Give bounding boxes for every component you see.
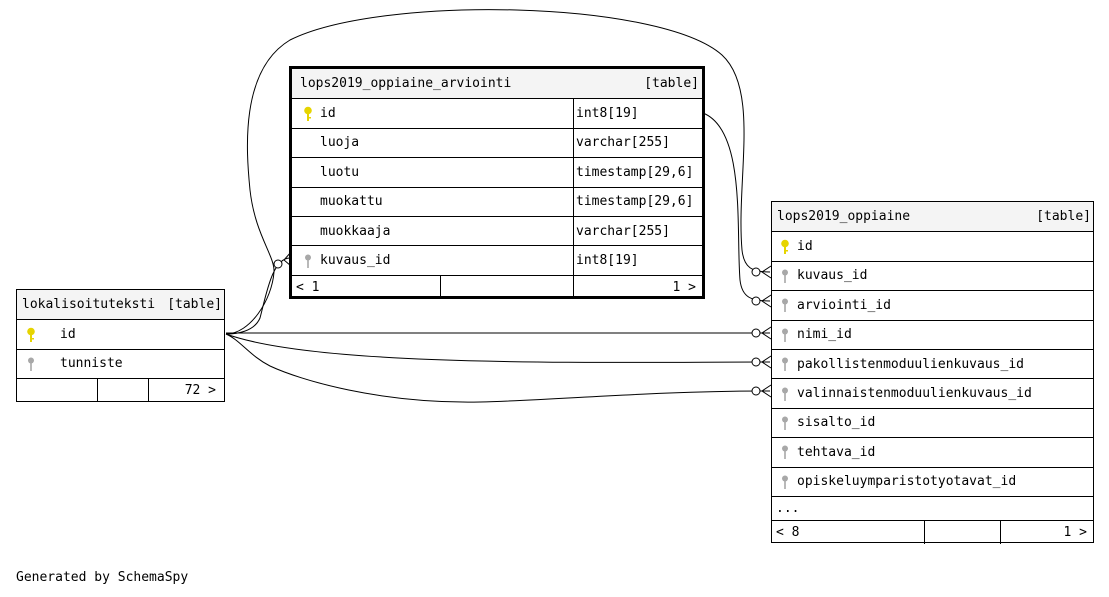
foreign-key-icon [26, 356, 36, 372]
column-row[interactable]: tunniste [17, 348, 224, 378]
table-lops2019-oppiaine-arviointi[interactable]: lops2019_oppiaine_arviointi [table] id i… [289, 66, 705, 299]
column-type: timestamp[29,6] [576, 164, 694, 180]
column-name: valinnaistenmoduulienkuvaus_id [797, 386, 1032, 402]
column-row[interactable]: luoja varchar[255] [292, 127, 702, 158]
column-name: id [320, 106, 336, 122]
link-arviointi-kuvaus [225, 257, 291, 335]
column-name: nimi_id [797, 327, 852, 343]
column-name: opiskeluymparistotyotavat_id [797, 474, 1017, 490]
table-header: lops2019_oppiaine [table] [772, 202, 1093, 232]
link-oppiaine-arviointi [702, 112, 771, 302]
foreign-key-icon [780, 444, 790, 460]
table-name[interactable]: lops2019_oppiaine_arviointi [300, 76, 512, 92]
column-type: int8[19] [576, 106, 639, 122]
table-name[interactable]: lops2019_oppiaine [777, 209, 911, 225]
column-name: muokattu [320, 194, 383, 210]
column-row[interactable]: sisalto_id [772, 407, 1093, 437]
column-row[interactable]: id [772, 231, 1093, 260]
parents-count[interactable]: < 1 [296, 279, 320, 295]
crowfoot [761, 355, 772, 369]
foreign-key-icon [780, 268, 790, 284]
generated-by-text: Generated by SchemaSpy [16, 570, 189, 585]
column-name: arviointi_id [797, 297, 891, 313]
foreign-key-icon [780, 386, 790, 402]
table-lops2019-oppiaine[interactable]: lops2019_oppiaine [table] id kuvaus_id a… [771, 201, 1094, 544]
column-name: tunniste [60, 356, 123, 372]
column-type: int8[19] [576, 253, 639, 269]
foreign-key-icon [780, 474, 790, 490]
column-row[interactable]: tehtava_id [772, 437, 1093, 466]
foreign-key-icon [780, 327, 790, 343]
link-end-circle [751, 296, 761, 306]
column-name: id [797, 239, 813, 255]
link-oppiaine-pakollisten [225, 333, 771, 363]
crowfoot [761, 384, 772, 398]
column-row[interactable]: pakollistenmoduulienkuvaus_id [772, 348, 1093, 378]
table-footer: < 8 1 > [772, 519, 1093, 544]
column-type: varchar[255] [576, 135, 670, 151]
column-row[interactable]: nimi_id [772, 319, 1093, 349]
link-end-circle [751, 386, 761, 396]
column-row[interactable]: arviointi_id [772, 290, 1093, 319]
column-row[interactable]: muokkaaja varchar[255] [292, 215, 702, 246]
table-tag: [table] [167, 297, 222, 313]
link-end-circle [751, 357, 761, 367]
crowfoot [761, 326, 772, 340]
link-oppiaine-valinnaisten [225, 333, 771, 403]
children-count[interactable]: 72 > [184, 382, 216, 398]
link-end-circle [273, 259, 283, 269]
column-name: luoja [320, 135, 360, 151]
column-name: luotu [320, 164, 360, 180]
table-header: lokalisoituteksti [table] [17, 290, 224, 320]
column-row[interactable]: luotu timestamp[29,6] [292, 157, 702, 187]
more-columns-ellipsis: ... [776, 500, 800, 516]
link-end-circle [751, 328, 761, 338]
children-count[interactable]: 1 > [1063, 524, 1087, 540]
primary-key-icon [26, 327, 36, 343]
column-row[interactable]: kuvaus_id [772, 260, 1093, 290]
column-name: sisalto_id [797, 415, 876, 431]
table-header: lops2019_oppiaine_arviointi [table] [292, 69, 702, 99]
table-tag: [table] [1036, 209, 1091, 225]
primary-key-icon [303, 106, 313, 122]
column-row[interactable]: valinnaistenmoduulienkuvaus_id [772, 378, 1093, 407]
foreign-key-icon [780, 297, 790, 313]
column-name: kuvaus_id [320, 253, 391, 269]
table-footer: 72 > [17, 378, 224, 402]
column-row[interactable]: kuvaus_id int8[19] [292, 245, 702, 275]
column-name: tehtava_id [797, 444, 876, 460]
table-tag: [table] [644, 76, 699, 92]
primary-key-icon [780, 239, 790, 255]
column-name: kuvaus_id [797, 268, 868, 284]
column-type: timestamp[29,6] [576, 194, 694, 210]
column-row[interactable]: opiskeluymparistotyotavat_id [772, 466, 1093, 496]
parents-count[interactable]: < 8 [776, 524, 800, 540]
link-end-circle [751, 267, 761, 277]
table-footer: < 1 1 > [292, 274, 702, 299]
column-name: muokkaaja [320, 223, 391, 239]
more-columns: ... [772, 495, 1093, 520]
column-name: id [60, 327, 76, 343]
table-lokalisoituteksti[interactable]: lokalisoituteksti [table] id tunniste 72… [16, 289, 225, 402]
crowfoot [761, 294, 772, 308]
table-name[interactable]: lokalisoituteksti [22, 297, 156, 313]
crowfoot [761, 265, 772, 279]
column-row[interactable]: id [17, 319, 224, 348]
column-row[interactable]: id int8[19] [292, 98, 702, 128]
children-count[interactable]: 1 > [672, 279, 696, 295]
column-row[interactable]: muokattu timestamp[29,6] [292, 186, 702, 216]
foreign-key-icon [780, 415, 790, 431]
column-type: varchar[255] [576, 223, 670, 239]
foreign-key-icon [780, 356, 790, 372]
column-name: pakollistenmoduulienkuvaus_id [797, 356, 1024, 372]
foreign-key-icon [303, 253, 313, 269]
